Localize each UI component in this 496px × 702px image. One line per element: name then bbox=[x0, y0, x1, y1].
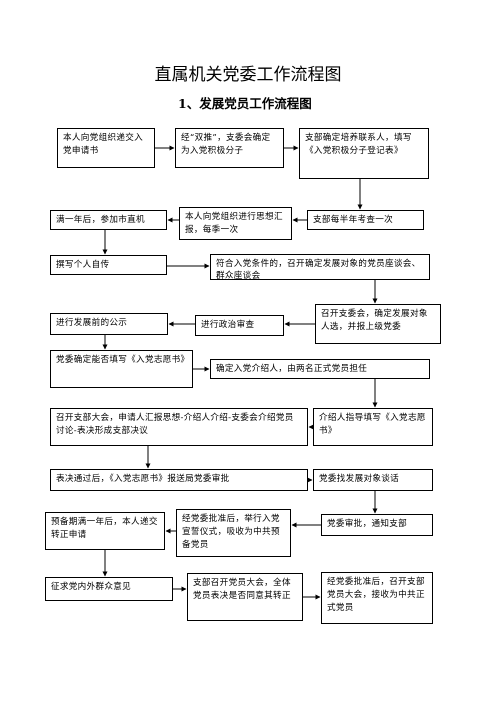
step-pre-development-publicity: 进行发展前的公示 bbox=[50, 313, 168, 335]
step-branch-committee-meeting: 召开支委会，确定发展对象人选，并报上级党委 bbox=[315, 304, 441, 344]
step-party-committee-talk: 党委找发展对象谈话 bbox=[313, 469, 433, 491]
step-political-review: 进行政治审查 bbox=[195, 315, 284, 336]
step-solicit-opinions: 征求党内外群众意见 bbox=[45, 577, 173, 601]
step-committee-approval-notice: 党委审批，通知支部 bbox=[321, 514, 433, 536]
step-volunteer-form-eligibility: 党委确定能否填写《入党志愿书》 bbox=[50, 350, 193, 388]
step-branch-general-meeting: 召开支部大会，申请人汇报思想-介绍人介绍-支委会介绍党员讨论-表决形成支部决议 bbox=[50, 408, 308, 446]
step-write-autobiography: 撰写个人自传 bbox=[50, 255, 167, 275]
step-activist-confirmed: 经“双推”，支委会确定为入党积极分子 bbox=[175, 128, 284, 168]
step-full-member-admission: 经党委批准后，召开支部党员大会，接收为中共正式党员 bbox=[321, 572, 433, 624]
step-member-vote: 支部召开党员大会，全体党员表决是否同意其转正 bbox=[187, 573, 303, 621]
step-semiannual-review: 支部每半年考查一次 bbox=[307, 210, 424, 230]
step-apply-full-membership: 预备期满一年后，本人递交转正申请 bbox=[45, 512, 165, 550]
step-guide-volunteer-form: 介绍人指导填写《入党志愿书》 bbox=[313, 408, 433, 446]
step-assign-contact: 支部确定培养联系人，填写《入党积极分子登记表》 bbox=[299, 128, 429, 179]
section-subtitle: 1、发展党员工作流程图 bbox=[178, 96, 312, 111]
page-title: 直属机关党委工作流程图 bbox=[154, 65, 342, 85]
step-choose-introducers: 确定入党介绍人，由两名正式党员担任 bbox=[210, 359, 430, 379]
step-oath-ceremony: 经党委批准后，举行入党宣誓仪式，吸收为中共预备党员 bbox=[176, 509, 291, 557]
step-thought-report: 本人向党组织进行思想汇报，每季一次 bbox=[179, 207, 292, 240]
step-attend-training: 满一年后，参加市直机 bbox=[50, 210, 167, 230]
step-apply-membership: 本人向党组织递交入党申请书 bbox=[57, 128, 155, 168]
step-symposium: 符合入党条件的，召开确定发展对象的党员座谈会、群众座谈会 bbox=[210, 254, 430, 280]
